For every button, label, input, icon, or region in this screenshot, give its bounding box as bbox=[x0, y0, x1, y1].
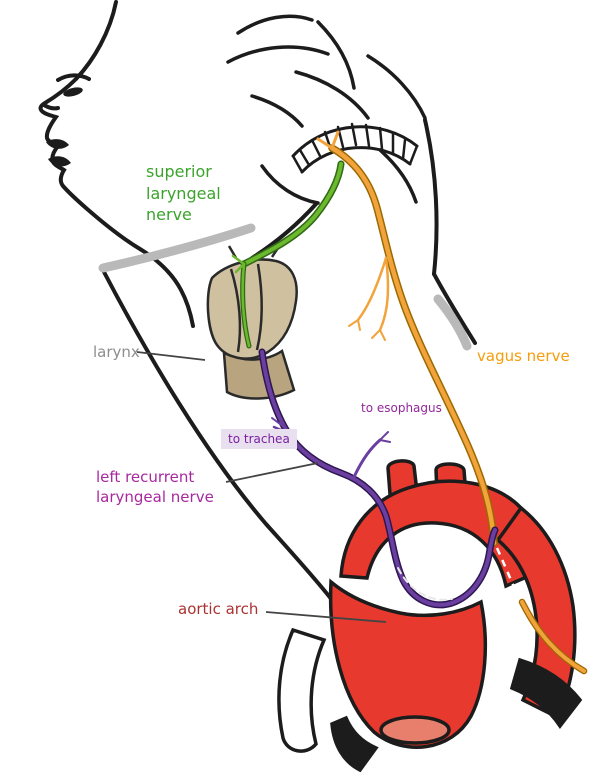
leader-lines bbox=[136, 351, 387, 623]
superior-laryngeal-nerve-path bbox=[231, 160, 345, 349]
larynx-shape bbox=[206, 244, 298, 400]
label-vagus-nerve: vagus nerve bbox=[477, 347, 570, 365]
label-superior-laryngeal-nerve: superior laryngeal nerve bbox=[146, 162, 221, 225]
face-features bbox=[46, 87, 83, 167]
skull-base-ribbed-band bbox=[291, 122, 419, 174]
label-to-esophagus: to esophagus bbox=[361, 401, 442, 415]
aortic-arch-leader-line bbox=[265, 611, 387, 623]
neck-back-line bbox=[432, 272, 477, 345]
head-outline bbox=[38, 0, 477, 602]
uncolored-vessel bbox=[277, 627, 327, 753]
hidden-nerve-dashes bbox=[391, 548, 495, 562]
aorta-heart bbox=[277, 459, 583, 773]
label-larynx: larynx bbox=[93, 343, 140, 361]
dark-vessel bbox=[330, 715, 379, 773]
upper-lip-shape bbox=[46, 139, 69, 149]
vessel-cut-end bbox=[379, 715, 451, 745]
skull-lines bbox=[226, 14, 427, 205]
label-to-trachea: to trachea bbox=[221, 429, 297, 450]
label-left-recurrent-laryngeal-nerve: left recurrent laryngeal nerve bbox=[96, 468, 214, 507]
hidden-nerve-dashes bbox=[495, 547, 522, 602]
lower-lip-shape bbox=[48, 156, 71, 167]
label-aortic-arch: aortic arch bbox=[178, 600, 259, 618]
dark-vessel bbox=[509, 657, 583, 730]
gray-accents bbox=[98, 223, 472, 351]
recurrent-leader-line bbox=[225, 462, 319, 483]
heart-mass-shape bbox=[328, 578, 488, 749]
larynx-leader-line bbox=[136, 351, 206, 361]
eye-shape bbox=[63, 87, 83, 97]
vagus-nerve-path bbox=[316, 130, 588, 675]
